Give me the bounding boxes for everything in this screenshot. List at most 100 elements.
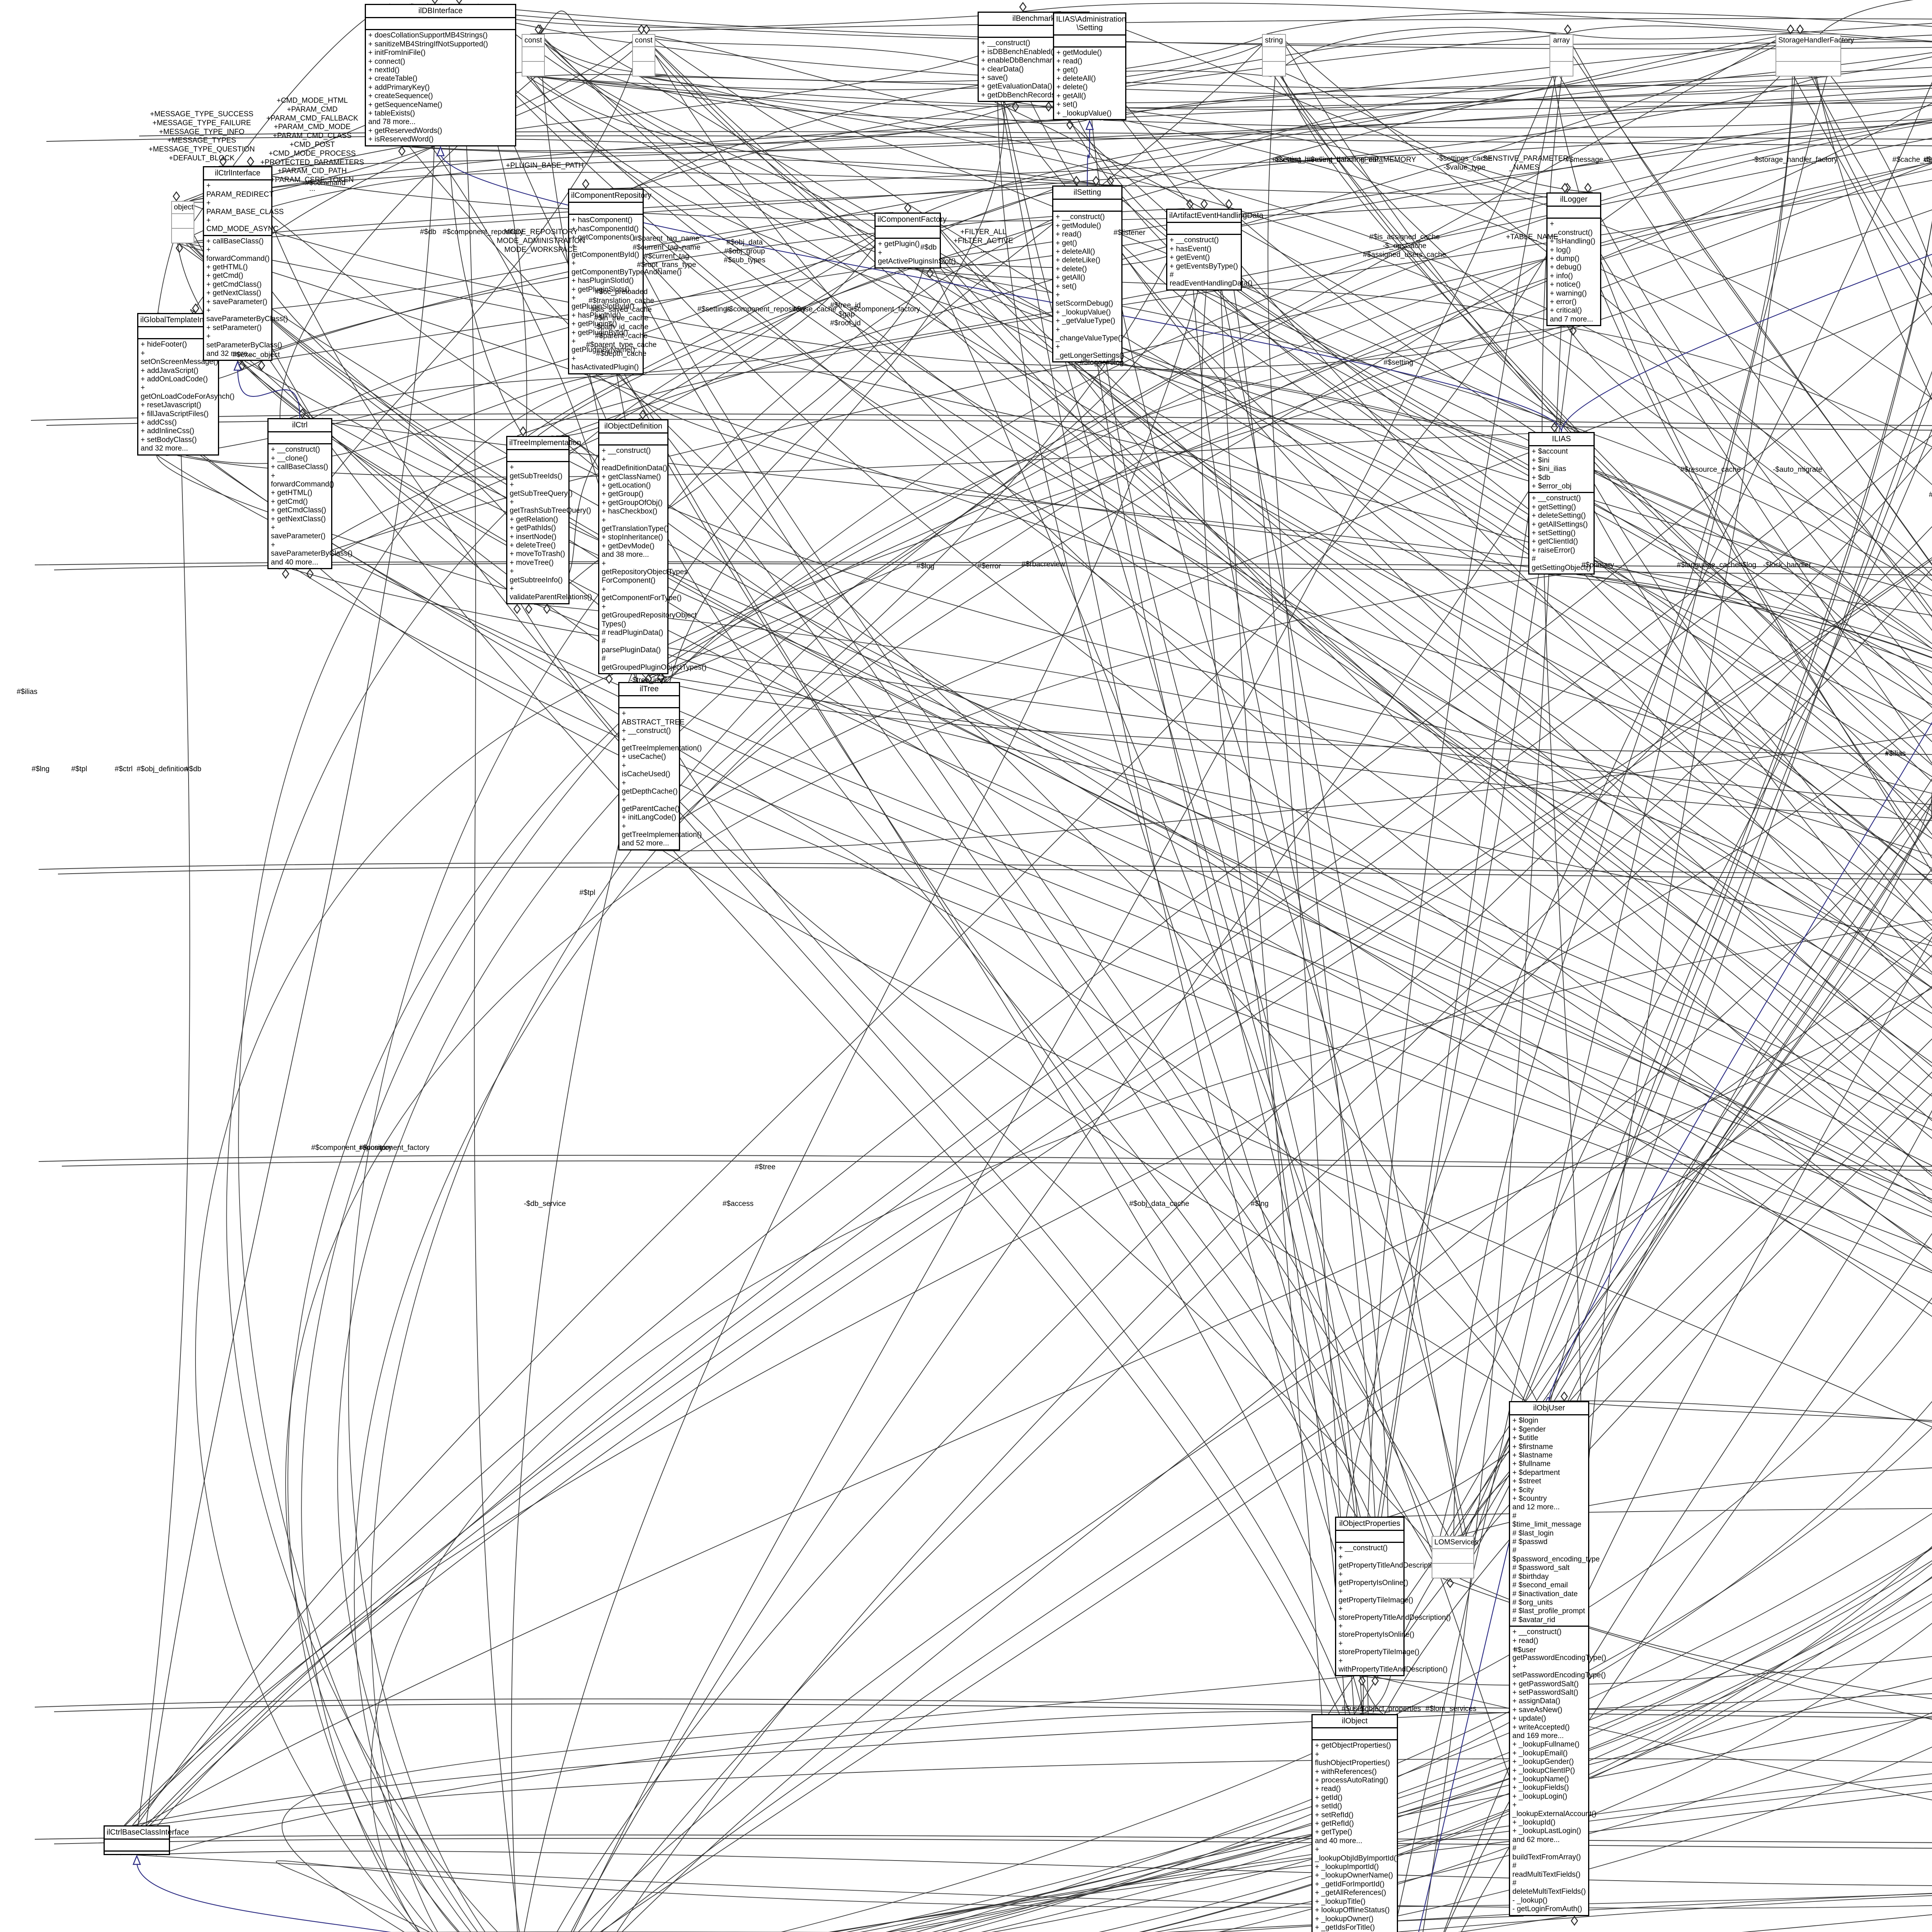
uml-class-ilcomponentrepo[interactable]: ilComponentRepository+ hasComponent()+ h… [568,189,682,374]
class-operation: + __construct() [1532,494,1581,503]
uml-class-ilctrlbaseclass[interactable]: ilCtrlBaseClassInterface [104,1825,189,1855]
class-operation: # readPluginData() [602,628,663,637]
class-operation: + isReservedWord() [368,135,434,144]
association-edge [833,1773,1932,1932]
aggregation-diamond [306,568,314,579]
class-operations: + __construct()+ isHandling()+ log()+ du… [1548,219,1600,325]
uml-class-string[interactable]: string [1262,34,1286,77]
association-edge [459,3,1932,49]
uml-class-illogger[interactable]: ilLogger+ __construct()+ isHandling()+ l… [1546,192,1601,327]
class-attributes [979,26,1088,38]
class-operation: and 32 more... [206,350,254,358]
class-operation: + error() [1550,298,1577,306]
class-operation: + getComponentByTypeAndName() [571,259,682,276]
edge-label: -$object_properties [1358,1705,1421,1713]
edge-label: +FILTER_ALL +FILTER_ACTIVE ... [953,228,1014,254]
association-edge [1214,1676,1932,1932]
uml-class-ilctrl[interactable]: ilCtrl+ __construct()+ __clone()+ callBa… [267,418,352,570]
uml-class-const2[interactable]: const [632,34,655,77]
association-edge [907,212,1557,1917]
uml-class-iltree[interactable]: ilTree+ ABSTRACT_TREE+ __construct()+ ge… [618,682,702,850]
class-operation: + setParameterByClass() [206,332,282,349]
edge-label: #$event_handling_data [1306,156,1383,164]
association-edge [530,18,1932,34]
uml-class-ilobject[interactable]: ilObject+ getObjectProperties()+ flushOb… [1311,1714,1399,1932]
class-operation: + dump() [1550,255,1580,263]
class-operation: + flushObjectProperties() [1315,1750,1390,1767]
class-operation: + __clone() [271,454,308,463]
class-operation: + getTranslationType() [602,516,669,533]
edge-label: -$lock_handler [1763,561,1811,569]
class-operation: + writeAccepted() [1512,1723,1570,1731]
uml-class-const1[interactable]: const [522,34,545,77]
association-edge [1453,34,1793,1536]
class-operation: + setSetting() [1532,529,1576,537]
class-operation: + getEventsByType() [1170,262,1238,270]
edge-label: #$lng [31,765,50,773]
uml-class-ilobjuser[interactable]: ilObjUser+ $login+ $gender+ $utitle+ $fi… [1509,1401,1606,1916]
class-operation: + getType() [1315,1828,1352,1837]
association-edge [133,1693,1932,1826]
class-operation: + notice() [1550,281,1581,289]
association-edge [137,1850,1932,1886]
class-operation: + getPluginByName() [571,337,635,354]
association-edge [54,1703,1932,1719]
class-operation: - _lookup() [1512,1896,1548,1905]
class-operation: + getOnLoadCodeForAsynch() [141,384,235,401]
association-edge [539,76,1932,1932]
class-operation: + setId() [1315,1802,1342,1811]
aggregation-diamond [543,604,551,614]
uml-class-ilobjproperties[interactable]: ilObjectProperties + __construct()+ getPr… [1335,1517,1451,1677]
uml-class-ilartifactevent[interactable]: ilArtifactEventHandlingData+ __construct… [1166,209,1263,291]
class-operation: + _lookupFields() [1512,1784,1569,1792]
uml-class-ilctrlinterface[interactable]: ilCtrlInterface+ PARAM_REDIRECT+ PARAM_B… [203,166,288,361]
edge-label: #$component_factory [849,305,920,313]
association-edge [1558,34,1932,566]
association-edge [642,76,1932,104]
class-operations: + __construct()+ getPropertyTitleAndDesc… [1336,1543,1451,1675]
class-attribute: # $last_profile_prompt [1512,1607,1585,1616]
class-title: ilObject [1313,1715,1397,1729]
class-operation: + __construct() [1056,213,1105,221]
class-operation: + hasCheckbox() [602,507,658,516]
class-operation: + addPrimaryKey() [368,83,430,92]
class-attribute: + $firstname [1512,1442,1553,1451]
class-operation: + initLangCode() [622,813,677,822]
class-operation: + getComponentForType() [602,585,682,602]
uml-class-ilsetting[interactable]: ilSetting+ __construct()+ getModule()+ r… [1052,185,1124,363]
uml-class-ilcomponentfactory[interactable]: ilComponentFactory+ getPlugin()+ getActi… [874,213,956,269]
uml-class-object[interactable]: object [171,201,194,244]
aggregation-diamond [175,243,183,253]
class-operation: + getGroup() [602,490,644,498]
uml-class-array[interactable]: array [1549,34,1573,77]
association-edge [1567,868,1932,1401]
aggregation-diamond [238,360,246,371]
class-operation: + getClientId() [1532,537,1578,546]
edge-label: #$language_cache [1677,561,1739,569]
uml-class-ilsettings_iface[interactable]: ILIAS\Administration \Setting+ getModule… [1053,12,1126,121]
class-operation: + resetJavascript() [141,401,201,410]
class-attributes [172,214,194,229]
association-edge [1103,362,1932,1932]
class-attributes [1336,1531,1403,1543]
association-edge [631,293,1932,851]
uml-class-ildbinterface[interactable]: ilDBInterface+ doesCollationSupportMB4St… [365,4,516,146]
edge-label: -$settings_cache -$value_type [1437,155,1492,172]
class-title: ilObjectProperties [1336,1518,1403,1531]
class-operation: + saveParameter() [271,524,326,541]
uml-class-ilias[interactable]: ILIAS+ $account+ $ini+ $ini_ilias+ $db+ … [1528,432,1595,575]
class-operation: + getTreeImplementation() [622,822,702,839]
edge-label: #$whoops_handlers_registered [1923,156,1932,164]
uml-class-iltreeimpl[interactable]: ilTreeImplementation+ getSubTreeIds()+ g… [506,436,592,604]
association-edge [633,674,1458,1579]
class-title: ILIAS [1529,433,1594,447]
inheritance-arrow [233,360,242,371]
edge-label: #$oc_preloaded #$translation_cache #$is_… [586,288,657,358]
uml-class-ilobjectdefinition[interactable]: ilObjectDefinition+ __construct()+ readD… [598,419,706,674]
class-attributes [1167,223,1241,235]
association-edge [585,188,1449,1536]
association-edge [320,569,1932,1273]
class-operation: + getLocation() [602,481,651,490]
uml-class-lomservices[interactable]: LOMServices [1432,1536,1478,1579]
uml-class-storagehandlerfactory[interactable]: StorageHandlerFactory [1776,34,1854,77]
